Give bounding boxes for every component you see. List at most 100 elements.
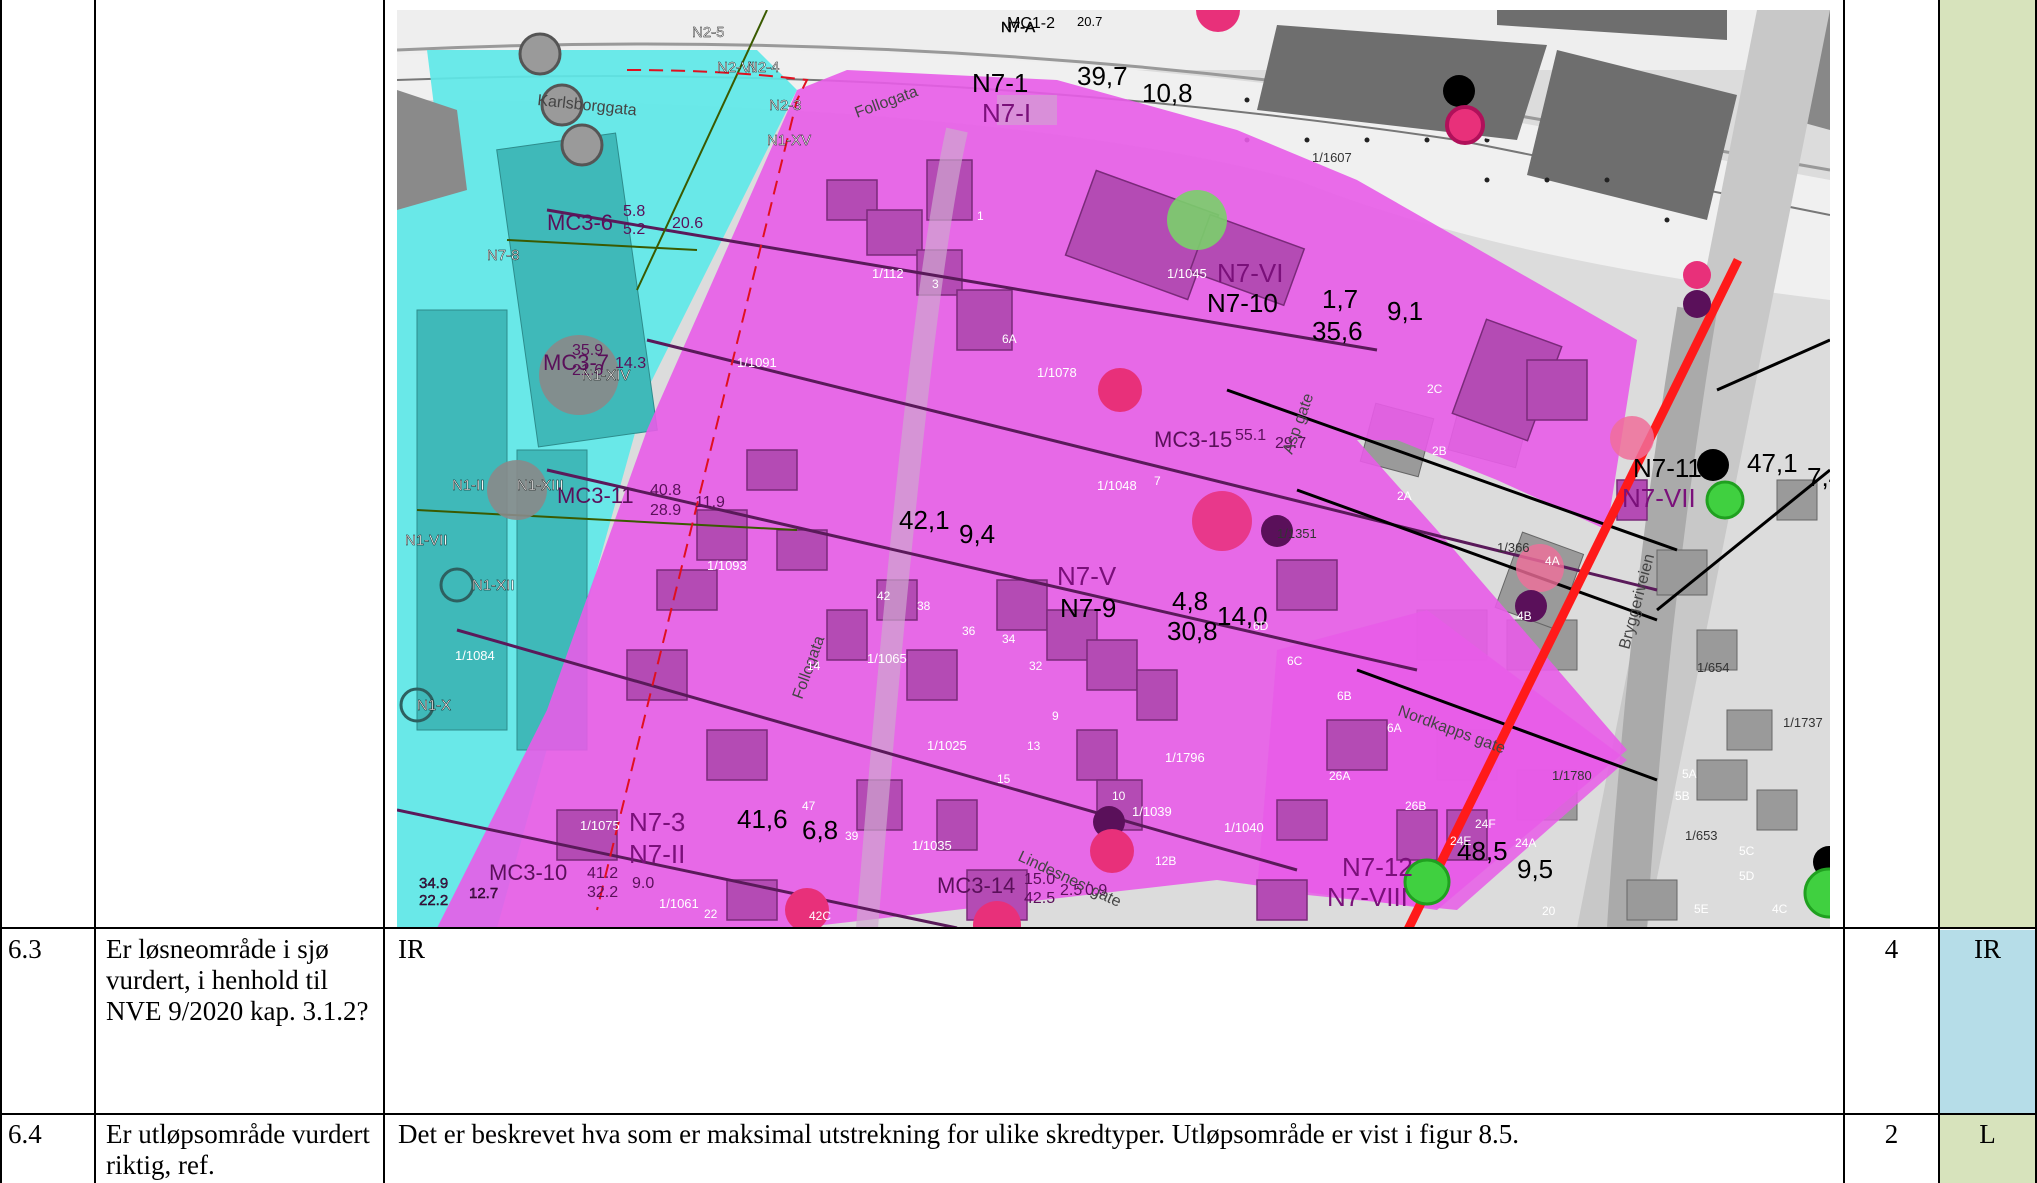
row-6-3-comment: IR — [398, 934, 425, 964]
label-N7-1-v1: 39,7 — [1077, 61, 1128, 91]
parcel-8: 1/1780 — [1552, 768, 1592, 783]
house-7: 6B — [1337, 689, 1352, 703]
house-3: 4A — [1545, 554, 1560, 568]
house-4: 4B — [1517, 609, 1532, 623]
label-N1-II: N1-II — [452, 477, 485, 494]
table-border-row2 — [0, 1113, 2037, 1115]
house-37: 14 — [807, 659, 821, 673]
label-N7-3-v1: 41,6 — [737, 804, 788, 834]
label-N7-10-v3: 9,1 — [1387, 296, 1423, 326]
house-2: 2A — [1397, 489, 1412, 503]
label-MC3-6-v1: 5.8 — [623, 203, 645, 220]
map-labels-mc: MC3-6 5.8 5.2 20.6 MC3-7 35.9 21.6 14.3 … — [489, 14, 1306, 907]
label-N7-10: N7-10 — [1207, 288, 1278, 318]
house-39: 10 — [1112, 789, 1126, 803]
label-MC3-15: MC3-15 — [1154, 427, 1232, 452]
house-32: 6A — [1002, 332, 1017, 346]
parcel-11: 1/1039 — [1132, 804, 1172, 819]
row-6-3-score: 4 — [1884, 934, 1899, 964]
label-MC3-11: MC3-11 — [557, 483, 634, 508]
parcel-2: 1/1078 — [1037, 365, 1077, 380]
row-6-4-score: 2 — [1884, 1119, 1899, 1149]
label-12-7: 12.7 — [469, 885, 498, 902]
house-18: 34 — [1002, 632, 1016, 646]
map-parcel-labels: 1/1607 1/1045 1/1078 1/1048 1/1351 1/366… — [455, 150, 1823, 911]
hazard-map-svg: N7-1 39,7 10,8 N7-I N7-VI N7-10 1,7 35,6… — [397, 10, 1830, 928]
house-14: 4C — [1772, 902, 1788, 916]
parcel-12: 1/1040 — [1224, 820, 1264, 835]
row-6-4-number: 6.4 — [8, 1119, 42, 1149]
parcel-14: 1/1025 — [927, 738, 967, 753]
label-N7-9: N7-9 — [1060, 593, 1116, 623]
house-29: 7 — [1154, 474, 1161, 488]
house-24: 24A — [1515, 836, 1536, 850]
label-MC1-2: MC1-2 — [1007, 15, 1055, 32]
label-N1-XIII: N1-XIII — [517, 477, 564, 494]
label-MC3-11-v2: 28.9 — [650, 502, 681, 519]
house-8: 6A — [1387, 721, 1402, 735]
row-6-3-number: 6.3 — [8, 934, 42, 964]
house-12: 5D — [1739, 869, 1755, 883]
label-MC3-11-v3: 11.9 — [695, 494, 725, 511]
magenta-hazard-zone-lower — [1257, 610, 1627, 910]
label-N7-1: N7-1 — [972, 68, 1028, 98]
table-border-right — [2035, 0, 2037, 1183]
label-N7-VII: N7-VII — [1622, 483, 1696, 513]
label-N7-10-v2: 35,6 — [1312, 316, 1363, 346]
house-23: 24E — [1450, 834, 1471, 848]
row-6-4-question: Er utløpsområde vurdert riktig, ref. — [106, 1119, 370, 1180]
house-22: 24F — [1475, 817, 1496, 831]
label-MC3-10-v1: 41.2 — [587, 865, 618, 882]
house-13: 5E — [1694, 902, 1709, 916]
row-6-4-grade: L — [1979, 1119, 1996, 1149]
label-MC3-14: MC3-14 — [937, 873, 1015, 898]
label-N7-11: N7-11 — [1633, 453, 1702, 483]
label-N7-12: N7-12 — [1342, 852, 1413, 882]
label-MC3-7-v2: 21.6 — [572, 362, 603, 379]
house-36: 42C — [809, 909, 831, 923]
table-border-col3 — [1843, 0, 1845, 1183]
label-MC3-7-v1: 35.9 — [572, 342, 603, 359]
label-N7-2-v2: 9,4 — [959, 519, 995, 549]
row-6-4-comment: Det er beskrevet hva som er maksimal uts… — [398, 1119, 1519, 1149]
house-30: 1 — [977, 209, 984, 223]
label-34-9: 34.9 — [419, 875, 448, 892]
house-10: 5B — [1675, 789, 1690, 803]
parcel-20: 1/112 — [872, 266, 904, 281]
house-5: 6D — [1253, 619, 1269, 633]
table-border-col2 — [383, 0, 385, 1183]
label-N1-XII: N1-XII — [472, 577, 515, 594]
parcel-18: 1/1061 — [659, 896, 699, 911]
house-16: 38 — [917, 599, 931, 613]
label-N7-10-v1: 1,7 — [1322, 284, 1358, 314]
house-11: 5C — [1739, 844, 1755, 858]
cross-section-line — [1403, 258, 1743, 928]
map-markers — [399, 10, 1830, 928]
label-MC3-6: MC3-6 — [547, 210, 613, 235]
label-22-2: 22.2 — [419, 892, 448, 909]
label-N7-8: N7-8 — [487, 247, 520, 264]
label-N7-11-v2: 7,4 — [1807, 462, 1830, 492]
label-N7-12-v1: 48,5 — [1457, 836, 1508, 866]
house-20: 26A — [1329, 769, 1350, 783]
parcel-15: 1/1065 — [867, 651, 907, 666]
label-N2-4: N2-4 — [747, 59, 780, 76]
grade-cell-top — [1940, 0, 2037, 928]
table-border-col4 — [1938, 0, 1940, 1183]
label-N7-2-v1: 42,1 — [899, 505, 950, 535]
table-border-left — [0, 0, 2, 1183]
house-21: 26B — [1405, 799, 1426, 813]
parcel-0: 1/1607 — [1312, 150, 1352, 165]
label-N7-3: N7-3 — [629, 807, 685, 837]
row-6-3-grade: IR — [1974, 934, 2001, 964]
table-border-row1 — [0, 927, 2037, 929]
map-house-numbers: 2C 2B 2A 4A 4B 6D 6C 6B 6A 5A 5B 5C 5D 5… — [704, 209, 1788, 923]
map-labels: N7-1 39,7 10,8 N7-I N7-VI N7-10 1,7 35,6… — [629, 61, 1830, 912]
house-25: 20 — [1542, 904, 1556, 918]
label-MC3-15-v2: 29.7 — [1275, 435, 1306, 452]
parcel-17: 1/1075 — [580, 818, 620, 833]
label-MC3-11-v1: 40.8 — [650, 482, 681, 499]
parcel-4: 1/1351 — [1277, 526, 1317, 541]
label-N7-9-v2: 30,8 — [1167, 616, 1218, 646]
house-28: 9 — [1052, 709, 1059, 723]
